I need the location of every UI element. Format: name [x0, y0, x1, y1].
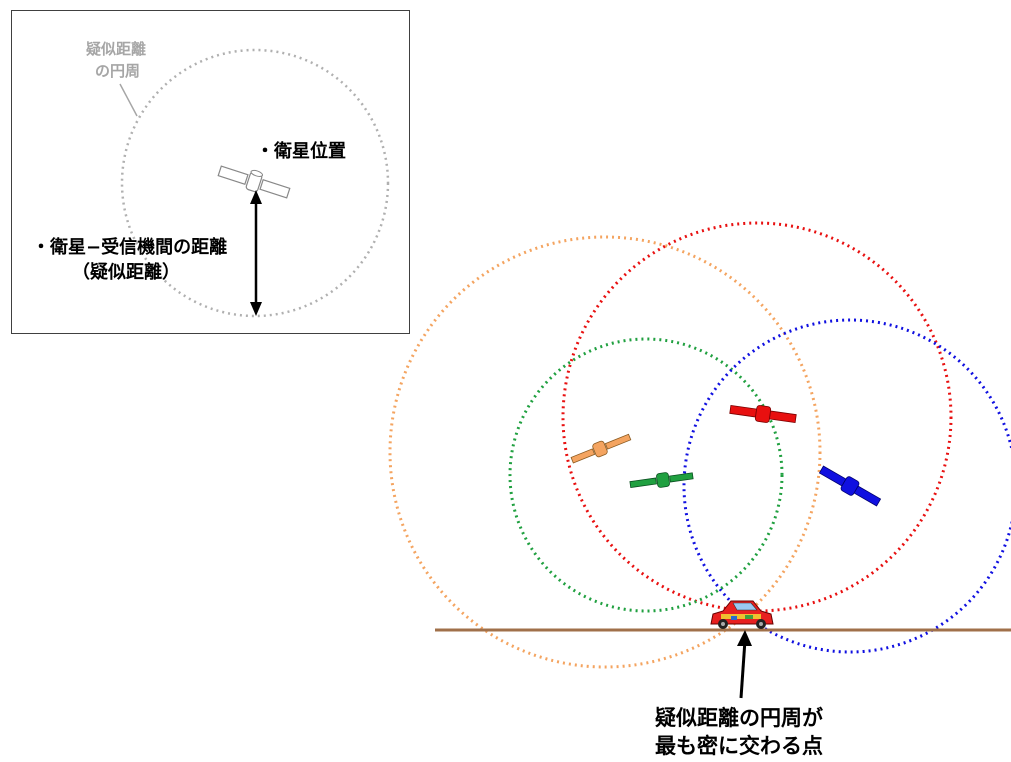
orange-satellite-icon — [570, 433, 632, 464]
circle-label-line1: 疑似距離 — [86, 40, 147, 58]
intersection-arrow-icon — [737, 630, 752, 699]
car-icon — [710, 600, 774, 629]
green-satellite-icon — [629, 472, 694, 489]
circle-label-line2: の円周 — [95, 62, 141, 80]
blue-satellite-icon — [818, 465, 882, 507]
caption-line1: 疑似距離の円周が — [655, 706, 823, 730]
satellite-icon — [217, 165, 291, 199]
inset-leader-line — [119, 83, 138, 117]
pseudorange-arrow-icon — [250, 190, 262, 316]
distance-label-line1: ・衛星−受信機間の距離 — [32, 237, 228, 258]
blue-pseudorange-circle — [682, 318, 1011, 654]
red-satellite-icon — [729, 404, 797, 424]
orange-pseudorange-circle — [388, 235, 822, 669]
distance-label-line2: （疑似距離） — [72, 262, 180, 283]
inset-pseudorange-circle — [120, 48, 390, 318]
green-pseudorange-circle — [508, 337, 784, 613]
red-pseudorange-circle — [561, 221, 953, 613]
inset-frame — [11, 10, 410, 334]
caption-line2: 最も密に交わる点 — [655, 734, 823, 758]
satellite-position-label: ・衛星位置 — [256, 141, 346, 162]
